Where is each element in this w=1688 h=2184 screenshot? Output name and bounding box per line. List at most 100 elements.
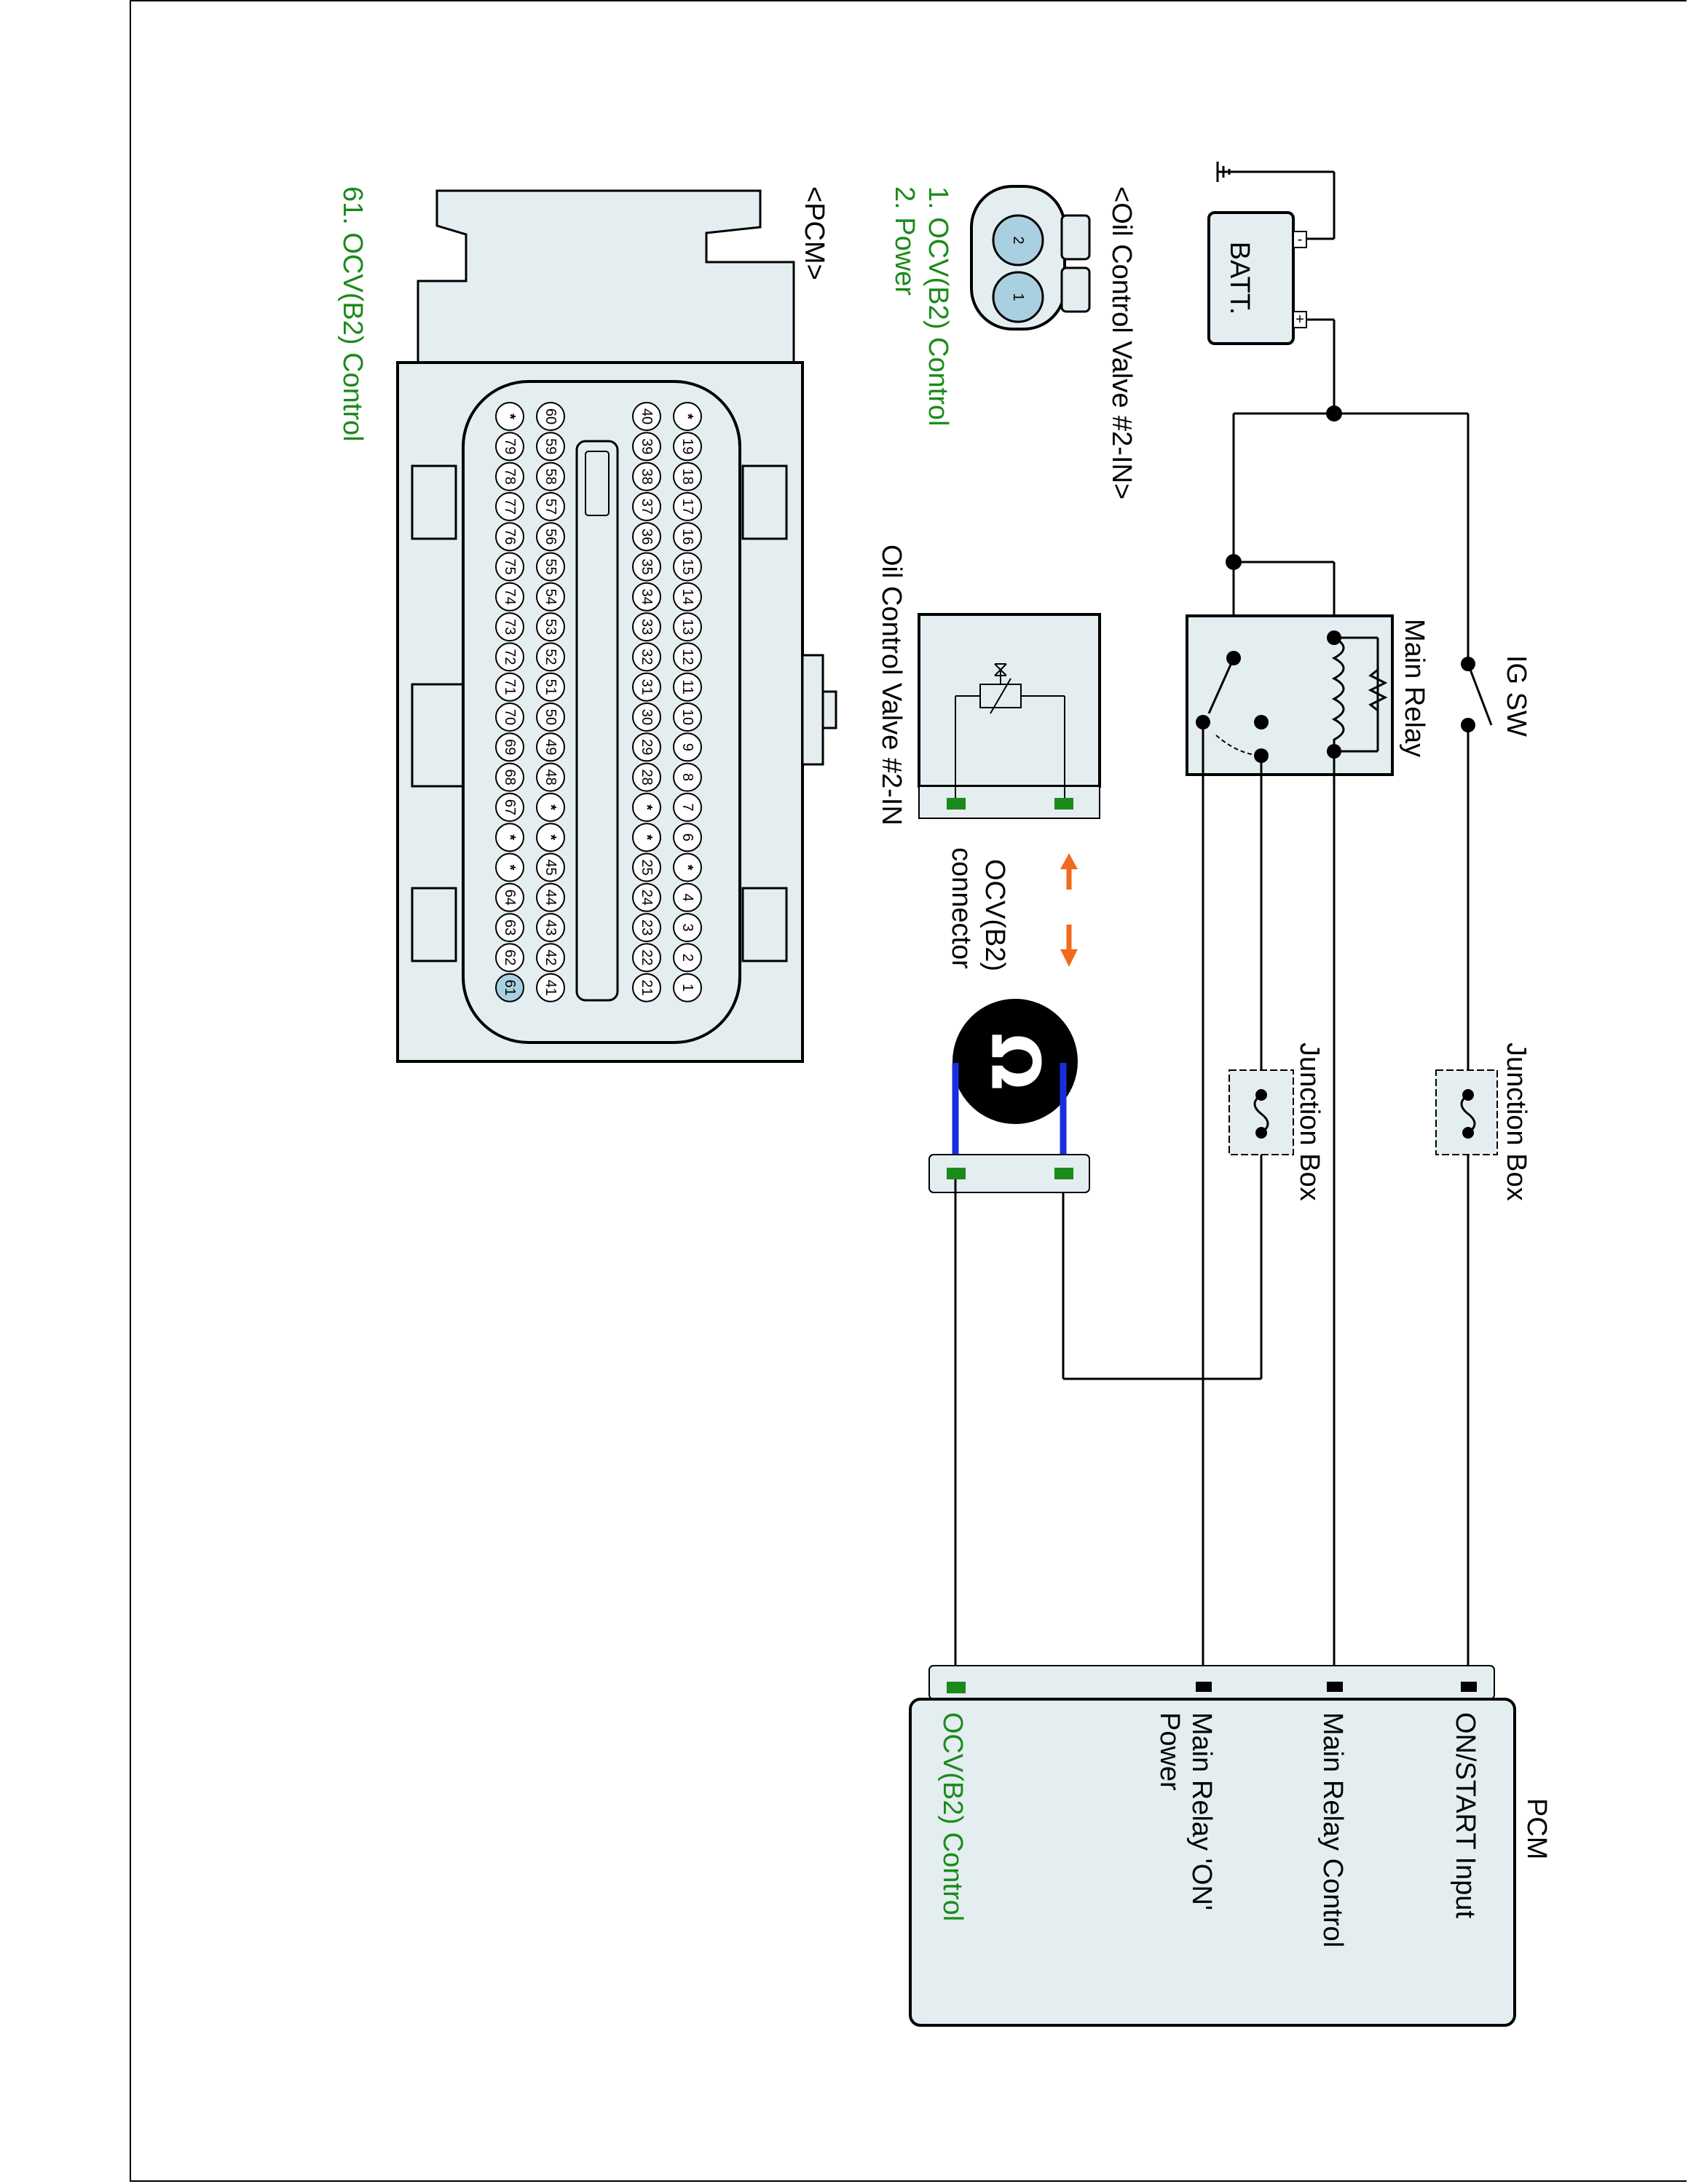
pcm-pin-circle [673, 402, 702, 431]
pcm-pin-circle [632, 732, 661, 762]
pcm-pin-circle [495, 552, 524, 582]
pcm-pin-label: 76 [502, 529, 518, 545]
pcm-pin-label: * [502, 834, 518, 840]
pcm-pin-circle [673, 612, 702, 642]
pcm-pin-circle [495, 491, 524, 521]
pcm-pin-label: 68 [502, 769, 518, 785]
pcm-pin-label: 57 [543, 499, 559, 515]
pcm-pin-label: 1 [679, 984, 695, 992]
pcm-pin-circle [673, 582, 702, 612]
pcm-pin-main-relay-on-2: Power [1154, 1712, 1185, 1791]
pcm-pin-circle [632, 703, 661, 732]
pcm-pin-ocv-control: OCV(B2) Control [937, 1712, 968, 1921]
pcm-pin-circle [632, 882, 661, 912]
pcm-pin-label: 16 [679, 529, 695, 545]
pcm-pin-main-relay-control: Main Relay Control [1317, 1712, 1348, 1947]
pcm-pin-label: 6 [679, 834, 695, 842]
pcm-pin-label: 53 [543, 619, 559, 635]
pcm-pin-on-start: ON/START Input [1450, 1712, 1480, 1918]
pcm-pin-label: 49 [543, 739, 559, 755]
ig-switch-label: IG SW [1501, 655, 1531, 737]
pcm-pin-label: 55 [543, 558, 559, 574]
pcm-pin-circle [632, 552, 661, 582]
pcm-pin-label: 15 [679, 558, 695, 574]
pcm-pin-circle [495, 432, 524, 462]
pcm-pin-label: 42 [543, 949, 559, 965]
pcm-pin-circle [673, 522, 702, 552]
battery: - + BATT. [1207, 211, 1307, 345]
pcm-pin-circle [495, 462, 524, 491]
pcm-pin-label: * [543, 834, 559, 840]
pcm-pin-circle [495, 522, 524, 552]
pcm-pin-circle [673, 462, 702, 491]
pcm-pin-label: 64 [502, 890, 518, 906]
pcm-pin-label: 19 [679, 438, 695, 454]
pcm-pin-circle [536, 432, 565, 462]
pcm-pin-label: 23 [639, 919, 655, 935]
connector-title: <Oil Control Valve #2-IN> [1106, 186, 1137, 499]
pcm-pin-circle [536, 943, 565, 973]
pcm-pin-label: 69 [502, 739, 518, 755]
pcm-pin-label: * [502, 414, 518, 419]
pcm-pin-circle [632, 402, 661, 431]
pcm-pin-circle [673, 973, 702, 1002]
pcm-pin-label: 32 [639, 649, 655, 665]
ocv-connector-label-1: OCV(B2) [979, 859, 1010, 971]
ocv-face-pin-2: 2 [1010, 236, 1026, 244]
pcm-pin-circle [632, 462, 661, 491]
pcm-pin-label: 40 [639, 408, 655, 424]
pcm-pin-label: 61 [502, 980, 518, 996]
pcm-connector-face: *191817161514131211109876*43214039383736… [396, 189, 837, 1063]
pcm-pin-label: 60 [543, 408, 559, 424]
pcm-pin-circle [673, 852, 702, 882]
ohmmeter-icon: Ω [952, 999, 1078, 1172]
pcm-pin-circle [632, 913, 661, 943]
pcm-pin-circle [536, 852, 565, 882]
pcm-pin-circle [495, 973, 524, 1002]
pcm-pin-label: 51 [543, 679, 559, 695]
pcm-pin-label: 8 [679, 773, 695, 781]
pcm-pin-label: 9 [679, 743, 695, 751]
connector-pin-2-desc: 2. Power [889, 186, 920, 296]
pcm-pin-circle [673, 943, 702, 973]
pcm-pin-label: 79 [502, 438, 518, 454]
pcm-pin-label: * [679, 865, 695, 871]
pcm-pin-circle [673, 703, 702, 732]
pcm-pin-label: * [679, 414, 695, 419]
pcm-label: PCM [1521, 1798, 1552, 1859]
pcm-pin-circle [673, 762, 702, 792]
ocv-component-label: Oil Control Valve #2-IN [876, 545, 907, 826]
pcm-pin-label: 45 [543, 859, 559, 875]
pcm-pin-label: 63 [502, 919, 518, 935]
pcm-pin-label: 56 [543, 529, 559, 545]
pcm-pin-label: 10 [679, 709, 695, 725]
pcm-pin-circle [495, 582, 524, 612]
ocv-face-pin-1: 1 [1010, 293, 1026, 301]
pcm-pin-circle [536, 973, 565, 1002]
pcm-pin-circle [536, 823, 565, 852]
pcm-pin-circle [495, 913, 524, 943]
pcm-pin-label: 43 [543, 919, 559, 935]
pcm-pin-label: 30 [639, 709, 655, 725]
pcm-pin-label: 4 [679, 893, 695, 901]
pcm-pin-circle [495, 703, 524, 732]
pcm-pin-label: 67 [502, 799, 518, 815]
junction-box-2: Junction Box [1228, 1042, 1325, 1201]
junction-box-1-label: Junction Box [1501, 1042, 1531, 1201]
pcm-pin-label: 58 [543, 468, 559, 484]
pcm-pin-circle [495, 402, 524, 431]
pcm-pin-label: 36 [639, 529, 655, 545]
oil-control-valve: Oil Control Valve #2-IN [876, 545, 1101, 826]
pcm-pin-label: * [502, 865, 518, 871]
pcm-pin-circle [632, 491, 661, 521]
pcm-pin-circle [536, 612, 565, 642]
pcm-pin-circle [673, 792, 702, 822]
pcm-pin-label: 21 [639, 980, 655, 996]
connector-pin-1-desc: 1. OCV(B2) Control [923, 186, 953, 426]
pcm-pin-label: 7 [679, 803, 695, 811]
pcm-pin-label: * [543, 804, 559, 810]
pcm-pin-label: 71 [502, 679, 518, 695]
pcm-pin-circle [536, 522, 565, 552]
pcm-pin-circle [536, 792, 565, 822]
pcm-pin-label: 25 [639, 859, 655, 875]
